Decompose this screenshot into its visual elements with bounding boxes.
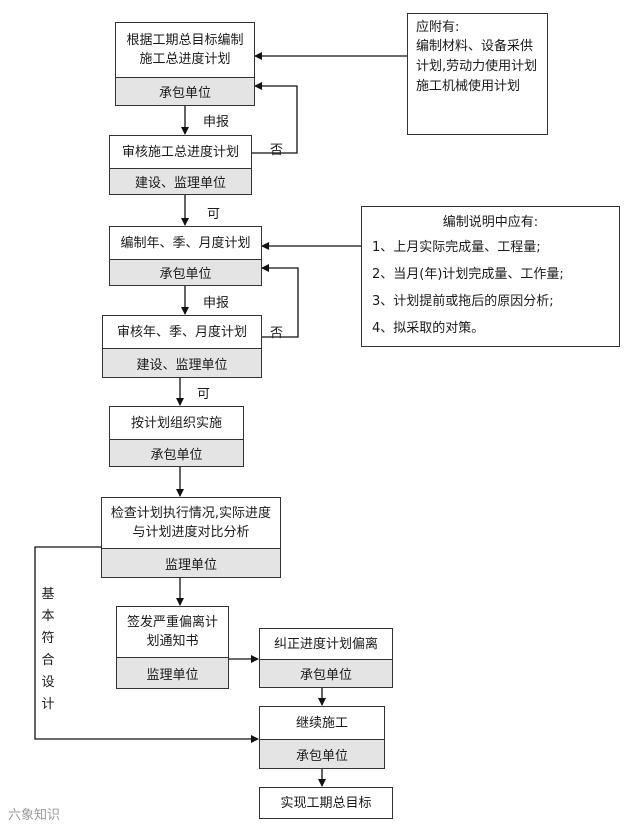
step-9-box: 继续施工 承包单位 bbox=[259, 706, 385, 769]
label-reject-1: 否 bbox=[270, 143, 284, 158]
step-6-text: 检查计划执行情况,实际进度与计划进度对比分析 bbox=[110, 506, 272, 540]
step-10-text: 实现工期总目标 bbox=[280, 795, 372, 811]
note-explanation-item: 3、计划提前或拖后的原因分析; bbox=[372, 294, 554, 309]
step-3-unit: 承包单位 bbox=[110, 259, 261, 285]
note-attachments: 应附有: 编制材料、设备采供计划,劳动力使用计划施工机械使用计划 bbox=[407, 13, 548, 135]
step-9-unit: 承包单位 bbox=[260, 739, 384, 768]
label-conform: 基本符合设计 bbox=[41, 587, 55, 712]
arrow-reject-s4-s3 bbox=[261, 264, 299, 338]
step-1-text: 根据工期总目标编制施工总进度计划 bbox=[126, 33, 244, 67]
step-7-box: 签发严重偏离计划通知书 监理单位 bbox=[116, 606, 229, 689]
note-attachments-title: 应附有: bbox=[416, 20, 460, 35]
step-5-box: 按计划组织实施 承包单位 bbox=[109, 406, 244, 467]
step-7-unit: 监理单位 bbox=[117, 657, 228, 688]
step-2-box: 审核施工总进度计划 建设、监理单位 bbox=[109, 135, 252, 195]
note-explanation-title: 编制说明中应有: bbox=[442, 215, 539, 230]
note-explanation-item: 4、拟采取的对策。 bbox=[372, 321, 485, 336]
label-report-1: 申报 bbox=[203, 115, 230, 130]
step-9-text: 继续施工 bbox=[295, 715, 348, 731]
label-reject-2: 否 bbox=[270, 326, 284, 341]
step-7-text: 签发严重偏离计划通知书 bbox=[126, 615, 218, 649]
step-3-text: 编制年、季、月度计划 bbox=[120, 235, 251, 251]
arrow-reject-s2-s1 bbox=[252, 82, 298, 154]
label-approve-2: 可 bbox=[197, 387, 211, 402]
note-explanation-item: 2、当月(年)计划完成量、工作量; bbox=[372, 267, 564, 282]
step-10-box: 实现工期总目标 bbox=[259, 787, 393, 819]
step-1-unit: 承包单位 bbox=[116, 77, 254, 105]
step-1-box: 根据工期总目标编制施工总进度计划 承包单位 bbox=[115, 22, 255, 106]
step-4-box: 审核年、季、月度计划 建设、监理单位 bbox=[102, 315, 262, 378]
step-4-unit: 建设、监理单位 bbox=[103, 348, 261, 377]
step-8-text: 纠正进度计划偏离 bbox=[273, 636, 378, 652]
step-6-unit: 监理单位 bbox=[102, 548, 280, 577]
step-5-text: 按计划组织实施 bbox=[130, 415, 222, 431]
label-approve-1: 可 bbox=[207, 207, 221, 222]
watermark: 六象知识 bbox=[8, 808, 61, 823]
step-8-box: 纠正进度计划偏离 承包单位 bbox=[259, 628, 393, 688]
label-report-2: 申报 bbox=[203, 296, 230, 311]
step-2-unit: 建设、监理单位 bbox=[110, 168, 251, 194]
arrow-conform-s6-s9 bbox=[34, 546, 259, 743]
step-4-text: 审核年、季、月度计划 bbox=[116, 324, 247, 340]
note-attachments-body: 编制材料、设备采供计划,劳动力使用计划施工机械使用计划 bbox=[416, 39, 538, 94]
step-5-unit: 承包单位 bbox=[110, 439, 243, 466]
note-explanation: 编制说明中应有: 1、上月实际完成量、工程量; 2、当月(年)计划完成量、工作量… bbox=[361, 206, 620, 347]
step-3-box: 编制年、季、月度计划 承包单位 bbox=[109, 226, 262, 286]
note-explanation-item: 1、上月实际完成量、工程量; bbox=[372, 240, 541, 255]
step-2-text: 审核施工总进度计划 bbox=[121, 144, 239, 160]
step-8-unit: 承包单位 bbox=[260, 659, 392, 687]
step-6-box: 检查计划执行情况,实际进度与计划进度对比分析 监理单位 bbox=[101, 497, 281, 578]
